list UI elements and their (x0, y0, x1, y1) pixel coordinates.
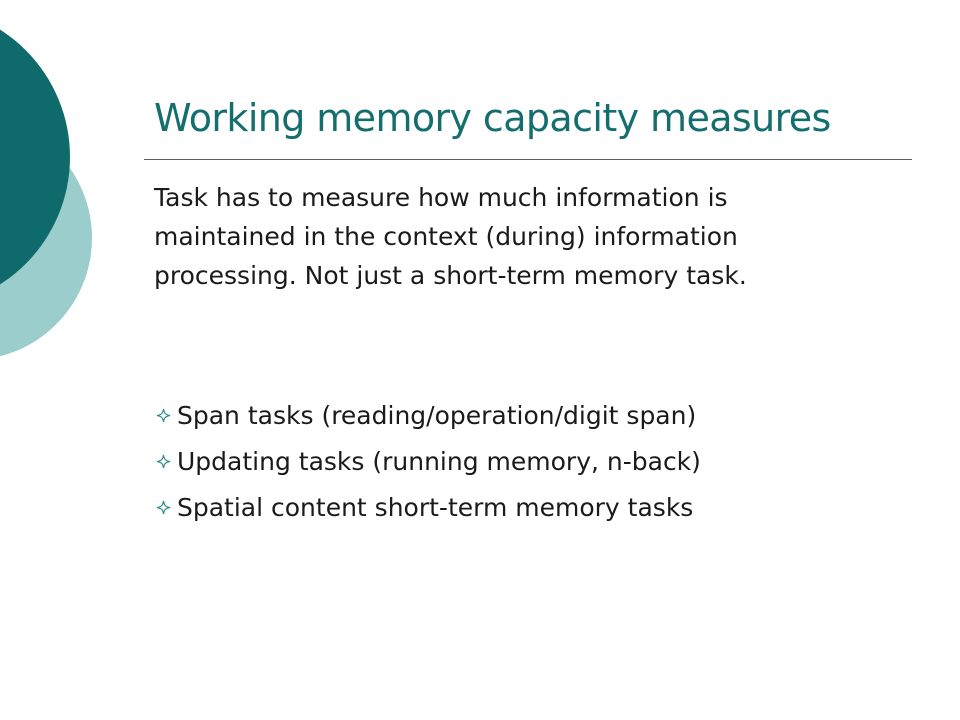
slide-title: Working memory capacity measures (154, 96, 831, 140)
bullet-text: Spatial content short-term memory tasks (177, 492, 694, 522)
title-divider (144, 159, 912, 160)
hollow-star-bullet-icon (156, 408, 171, 423)
bullet-item: Updating tasks (running memory, n-back) (156, 438, 701, 484)
bullet-text: Span tasks (reading/operation/digit span… (177, 400, 697, 430)
bullet-list: Span tasks (reading/operation/digit span… (156, 392, 701, 530)
intro-paragraph: Task has to measure how much information… (154, 178, 954, 295)
bullet-item: Spatial content short-term memory tasks (156, 484, 701, 530)
intro-line: Task has to measure how much information… (154, 183, 728, 212)
hollow-star-bullet-icon (156, 500, 171, 515)
intro-line: maintained in the context (during) infor… (154, 222, 738, 251)
hollow-star-bullet-icon (156, 454, 171, 469)
bullet-item: Span tasks (reading/operation/digit span… (156, 392, 701, 438)
bullet-text: Updating tasks (running memory, n-back) (177, 446, 701, 476)
intro-line: processing. Not just a short-term memory… (154, 261, 747, 290)
